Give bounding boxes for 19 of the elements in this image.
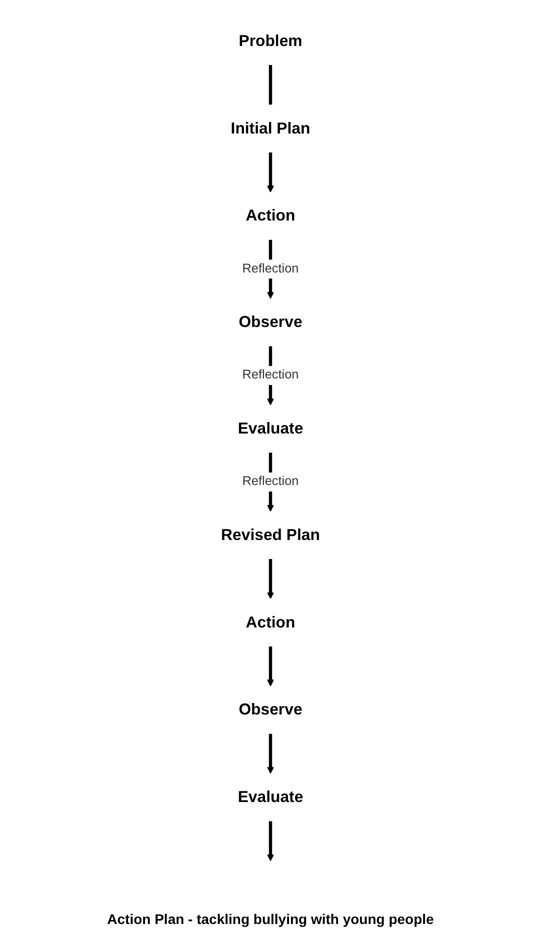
node-text: Evaluate (238, 788, 304, 806)
node-text: Initial Plan (230, 119, 310, 137)
arrow (267, 646, 274, 686)
connector (268, 64, 272, 104)
node-text: Action (246, 206, 296, 224)
edge-label: Reflection (242, 261, 299, 275)
node-text: Observe (238, 313, 302, 331)
edge-label: Reflection (242, 474, 299, 488)
arrow (267, 733, 274, 774)
node-text: Observe (238, 700, 302, 718)
node-text: Evaluate (238, 420, 304, 437)
arrow (267, 152, 274, 192)
node-text: Revised Plan (221, 526, 320, 544)
edge-label: Reflection (242, 368, 299, 382)
node-text: Problem (238, 32, 302, 50)
node-text: Action (246, 613, 296, 631)
caption: Action Plan - tackling bullying with young people (107, 911, 434, 927)
arrow (267, 820, 274, 861)
arrow (267, 558, 274, 599)
